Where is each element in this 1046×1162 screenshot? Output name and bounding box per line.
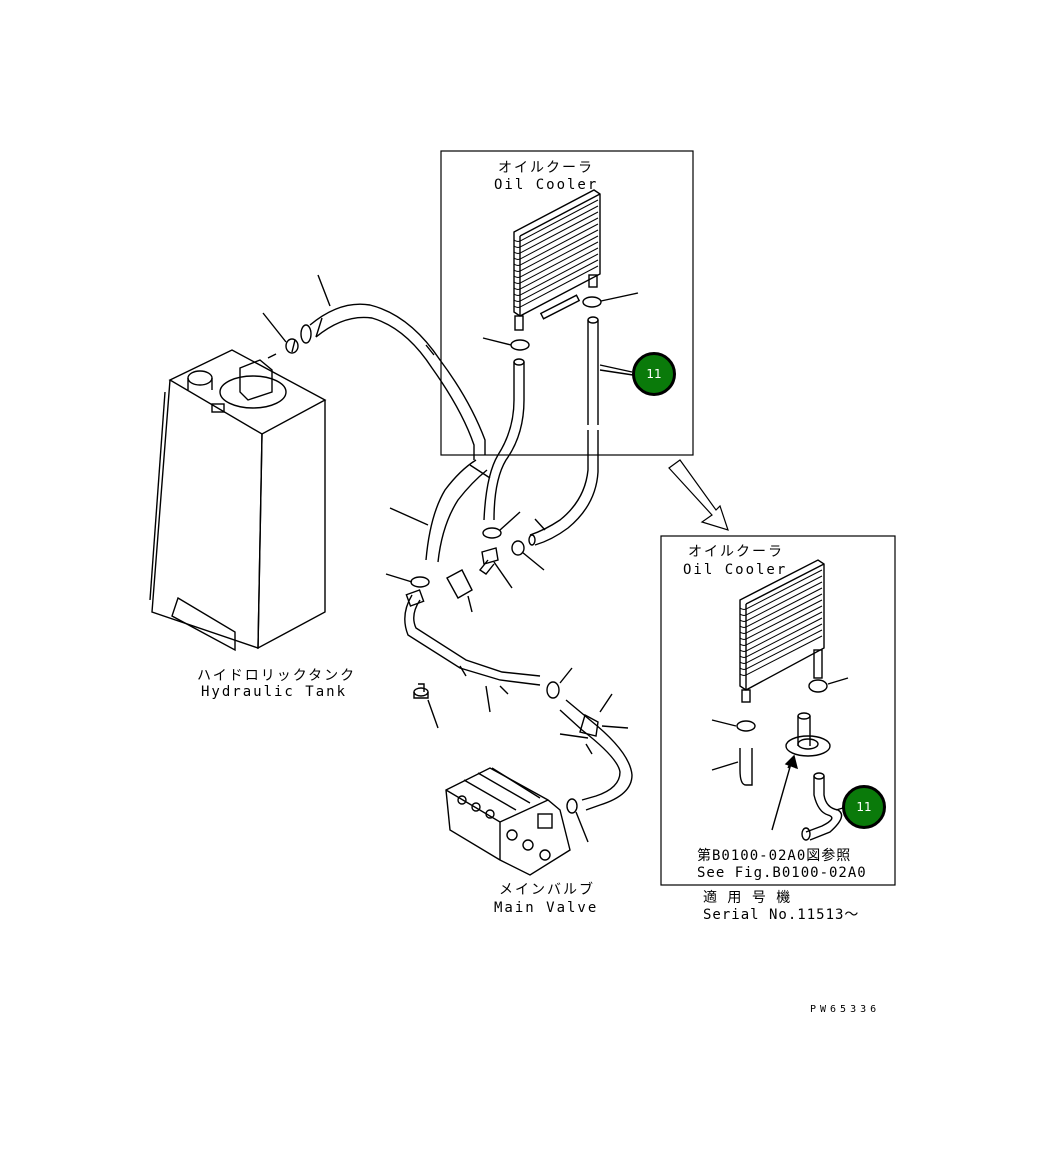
hydraulic-tank-label-jp: ハイドロリックタンク: [197, 668, 357, 684]
detail-oil-cooler-label-en: Oil Cooler: [683, 562, 788, 578]
oil-cooler-frame: [440, 150, 694, 456]
detail-oil-cooler: [739, 559, 825, 703]
bolt: [413, 683, 429, 699]
detail-oil-cooler-label-jp: オイルクーラ: [688, 544, 784, 560]
long-hose: [309, 303, 486, 455]
pipe-joint: [446, 569, 473, 599]
steel-pipe: [404, 594, 541, 686]
callout-badge-11-detail[interactable]: 11: [842, 785, 886, 829]
detail-frame: [660, 535, 896, 886]
hose-clamp: [510, 339, 530, 351]
serial-label-jp: 適 用 号 機: [703, 890, 792, 906]
hose-11: [587, 320, 599, 425]
oil-cooler-label-jp: オイルクーラ: [498, 160, 594, 176]
tee-fitting: [478, 547, 499, 575]
valve-hose: [565, 699, 633, 811]
hose-clamp: [546, 681, 560, 699]
oil-cooler-label-en: Oil Cooler: [494, 177, 599, 193]
hose-clamp: [482, 527, 502, 539]
hydraulic-tank-label-en: Hydraulic Tank: [201, 684, 348, 700]
adapter-fitting: [785, 712, 831, 757]
see-fig-label-en: See Fig.B0100-02A0: [697, 865, 867, 881]
main-valve-label-en: Main Valve: [494, 900, 599, 916]
see-fig-label-jp: 第B0100-02A0図参照: [697, 848, 852, 864]
hose-clamp: [566, 798, 578, 814]
hose-clamp: [511, 540, 525, 556]
detail-arrow: [668, 459, 729, 531]
hose-clamp: [808, 679, 828, 693]
hose-clamp: [582, 296, 602, 308]
main-valve-label-jp: メインバルブ: [499, 882, 595, 898]
hydraulic-tank: [149, 349, 327, 652]
hose-clamp: [736, 720, 756, 732]
drawing-code: PW65336: [810, 1004, 881, 1015]
main-valve: [445, 767, 571, 876]
callout-badge-11[interactable]: 11: [632, 352, 676, 396]
hose-clamp: [285, 338, 299, 354]
serial-label-en: Serial No.11513〜: [703, 907, 860, 923]
hose-clamp: [410, 576, 430, 588]
oil-cooler: [513, 189, 601, 331]
